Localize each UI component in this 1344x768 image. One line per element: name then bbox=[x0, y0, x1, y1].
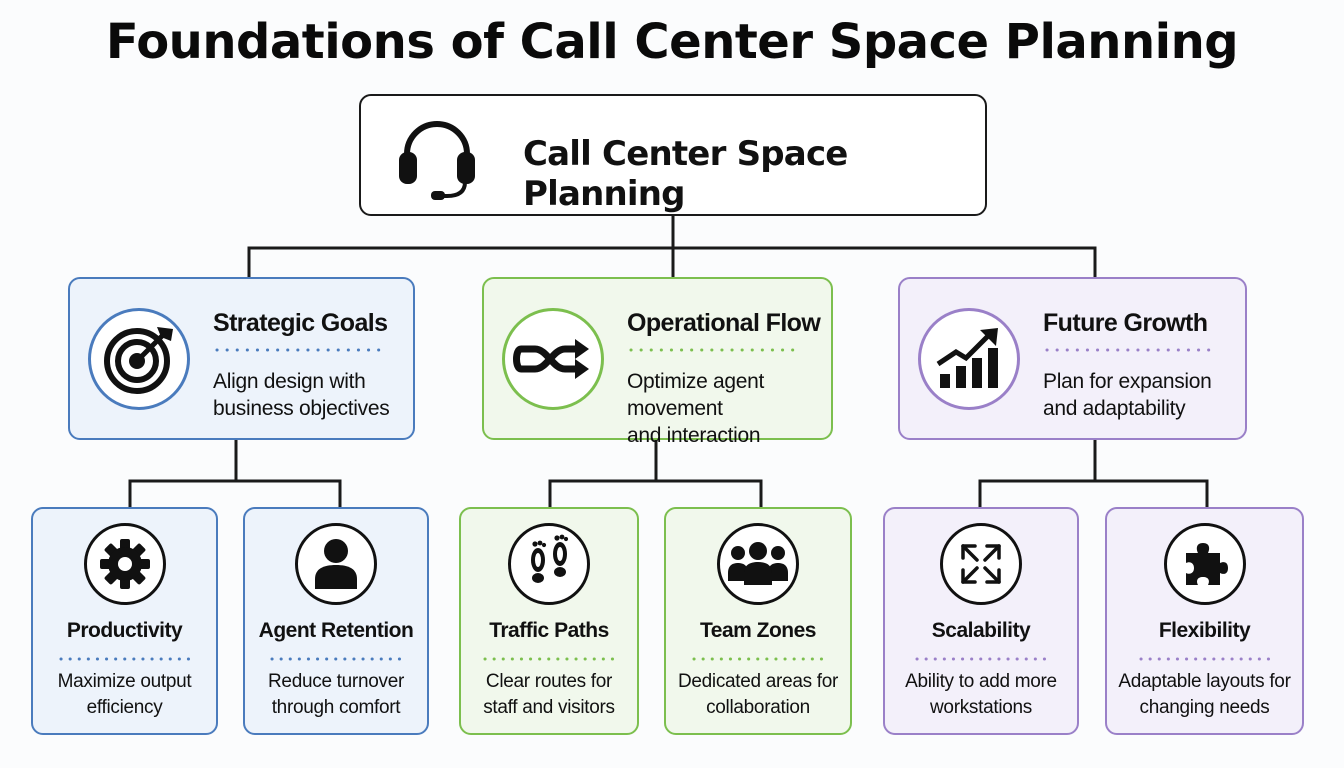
dotted-divider bbox=[215, 348, 385, 352]
category-icon-circle bbox=[918, 308, 1020, 410]
dotted-divider bbox=[483, 657, 615, 661]
category-icon-circle bbox=[502, 308, 604, 410]
leaf-card-agent-retention: Agent Retention Reduce turnover through … bbox=[243, 507, 429, 735]
dotted-divider bbox=[692, 657, 824, 661]
category-card-future-growth: Future Growth Plan for expansion and ada… bbox=[898, 277, 1247, 440]
leaf-heading: Scalability bbox=[931, 619, 1031, 642]
leaf-description: Clear routes for staff and visitors bbox=[483, 671, 615, 718]
leaf-heading: Team Zones bbox=[700, 619, 816, 642]
puzzle-icon bbox=[1185, 543, 1228, 585]
growth-chart-icon bbox=[936, 328, 998, 388]
root-label: Call Center Space Planning bbox=[523, 134, 848, 214]
gear-icon bbox=[99, 539, 150, 589]
leaf-heading: Productivity bbox=[66, 619, 183, 642]
leaf-description: Adaptable layouts for changing needs bbox=[1118, 671, 1291, 718]
category-description: Plan for expansion and adaptability bbox=[1043, 370, 1212, 420]
leaf-description: Maximize output efficiency bbox=[57, 671, 192, 718]
leaf-description: Dedicated areas for collaboration bbox=[677, 671, 839, 718]
leaf-description: Ability to add more workstations bbox=[905, 671, 1057, 718]
leaf-heading: Flexibility bbox=[1158, 619, 1251, 642]
dotted-divider bbox=[270, 657, 402, 661]
dotted-divider bbox=[629, 348, 799, 352]
leaf-icon-circle bbox=[717, 523, 799, 605]
leaf-card-team-zones: Team Zones Dedicated areas for collabora… bbox=[664, 507, 852, 735]
leaf-card-productivity: Productivity Maximize output efficiency bbox=[31, 507, 218, 735]
dotted-divider bbox=[1139, 657, 1270, 661]
category-heading: Strategic Goals bbox=[213, 309, 388, 337]
target-icon bbox=[104, 327, 173, 394]
category-description: Align design with business objectives bbox=[213, 370, 390, 420]
leaf-icon-circle bbox=[940, 523, 1022, 605]
leaf-icon-circle bbox=[295, 523, 377, 605]
category-icon-circle bbox=[88, 308, 190, 410]
category-card-operational-flow: Operational Flow Optimize agent movement… bbox=[482, 277, 833, 447]
leaf-card-traffic-paths: Traffic Paths Clear routes for staff and… bbox=[459, 507, 639, 735]
leaf-card-scalability: Scalability Ability to add more workstat… bbox=[883, 507, 1079, 735]
headset-icon bbox=[399, 121, 475, 200]
category-card-strategic-goals: Strategic Goals Align design with busine… bbox=[68, 277, 415, 440]
leaf-card-flexibility: Flexibility Adaptable layouts for changi… bbox=[1105, 507, 1304, 735]
category-heading: Operational Flow bbox=[627, 309, 821, 337]
leaf-icon-circle bbox=[1163, 523, 1246, 605]
dotted-divider bbox=[915, 657, 1047, 661]
leaf-heading: Traffic Paths bbox=[489, 619, 609, 642]
expand-arrows-icon bbox=[961, 544, 1001, 584]
leaf-icon-circle bbox=[508, 523, 590, 605]
footprints-icon bbox=[531, 534, 569, 583]
category-heading: Future Growth bbox=[1043, 309, 1208, 337]
person-icon bbox=[315, 539, 357, 589]
leaf-icon-circle bbox=[83, 523, 166, 605]
leaf-heading: Agent Retention bbox=[258, 619, 414, 642]
dotted-divider bbox=[59, 657, 190, 661]
page-title: Foundations of Call Center Space Plannin… bbox=[105, 14, 1239, 70]
shuffle-icon bbox=[513, 339, 589, 379]
team-icon bbox=[728, 542, 788, 585]
leaf-description: Reduce turnover through comfort bbox=[268, 671, 404, 718]
root-node: Call Center Space Planning bbox=[359, 94, 987, 216]
dotted-divider bbox=[1045, 348, 1215, 352]
category-description: Optimize agent movement and interaction bbox=[627, 370, 765, 447]
